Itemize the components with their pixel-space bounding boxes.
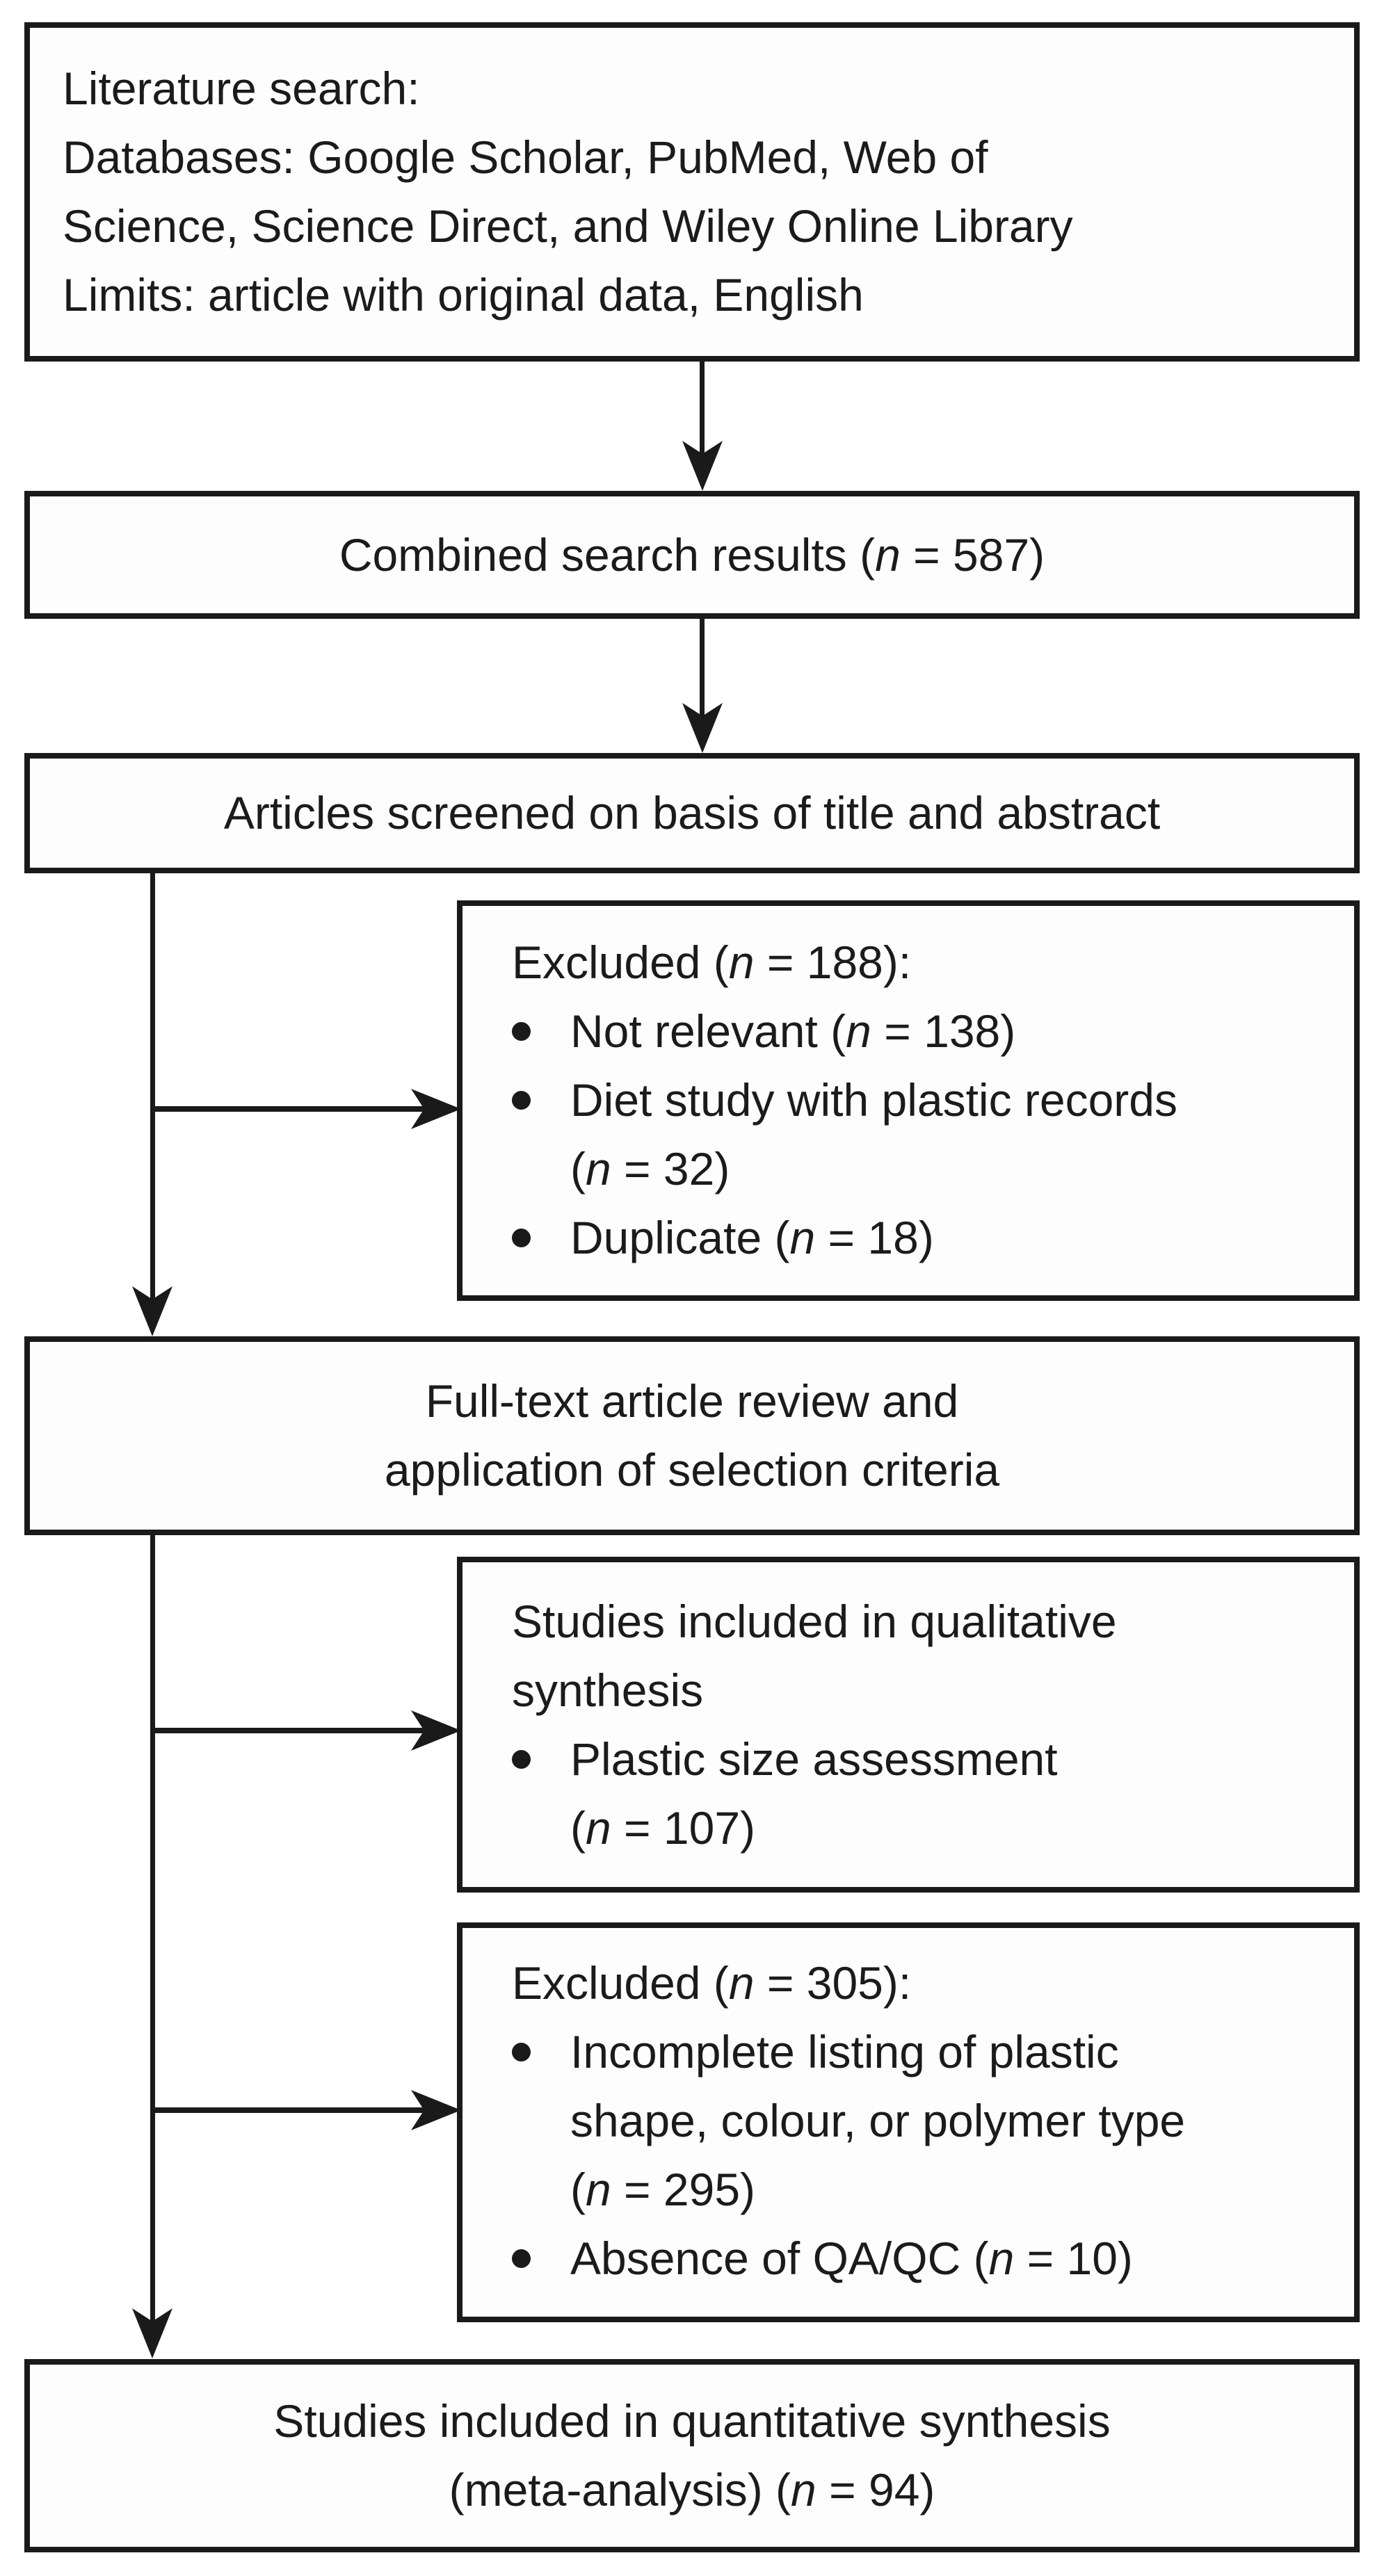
text-line: Diet study with plastic records xyxy=(570,1074,1177,1126)
text-line: Plastic size assessment xyxy=(570,1733,1058,1785)
list-item: Absence of QA/QC (n = 10) xyxy=(512,2224,1340,2293)
box-excluded-title-abstract: Excluded (n = 188): Not relevant (n = 13… xyxy=(457,900,1360,1301)
text-line: Literature search: xyxy=(63,63,420,114)
box-literature-search: Literature search: Databases: Google Sch… xyxy=(24,22,1360,362)
text-line: (n = 32) xyxy=(570,1143,730,1194)
text-line: application of selection criteria xyxy=(384,1444,1000,1496)
text-line: Absence of QA/QC (n = 10) xyxy=(570,2233,1133,2284)
text-line: Not relevant (n = 138) xyxy=(570,1005,1016,1057)
box-articles-screened: Articles screened on basis of title and … xyxy=(24,753,1360,873)
list-item: Duplicate (n = 18) xyxy=(512,1204,1340,1272)
list-item: Plastic size assessment (n = 107) xyxy=(512,1725,1340,1863)
list-item: Diet study with plastic records (n = 32) xyxy=(512,1066,1340,1204)
connector-line xyxy=(700,359,705,456)
box-excluded-full-text: Excluded (n = 305): Incomplete listing o… xyxy=(457,1922,1360,2322)
bullet-icon xyxy=(512,1750,531,1769)
text-line: Limits: article with original data, Engl… xyxy=(63,269,864,321)
text-line: Databases: Google Scholar, PubMed, Web o… xyxy=(63,131,988,183)
text-line: Science, Science Direct, and Wiley Onlin… xyxy=(63,200,1073,252)
text-line: synthesis xyxy=(512,1664,704,1716)
connector-line xyxy=(150,1532,155,2322)
box-qualitative-synthesis: Studies included in qualitative synthesi… xyxy=(457,1557,1360,1893)
text-line: (n = 295) xyxy=(570,2164,756,2215)
text-line: Combined search results (n = 587) xyxy=(339,528,1045,581)
list-item: Incomplete listing of plastic shape, col… xyxy=(512,2018,1340,2224)
connector-line xyxy=(152,1106,427,1112)
text-line: shape, colour, or polymer type xyxy=(570,2095,1186,2146)
box-full-text-review: Full-text article review and application… xyxy=(24,1336,1360,1535)
bullet-icon xyxy=(512,2043,531,2061)
text-line: (meta-analysis) (n = 94) xyxy=(449,2464,935,2516)
text-line: Studies included in qualitative xyxy=(512,1596,1117,1647)
text-line: Incomplete listing of plastic xyxy=(570,2026,1119,2077)
text-line: (n = 107) xyxy=(570,1802,756,1854)
connector-line xyxy=(150,870,155,1302)
text-line: Full-text article review and xyxy=(425,1375,959,1427)
connector-line xyxy=(152,1728,427,1733)
text-line: Excluded (n = 188): xyxy=(512,937,912,988)
connector-line xyxy=(152,2107,427,2113)
box-quantitative-synthesis: Studies included in quantitative synthes… xyxy=(24,2359,1360,2552)
list-item: Not relevant (n = 138) xyxy=(512,997,1340,1066)
bullet-icon xyxy=(512,1022,531,1041)
bullet-icon xyxy=(512,2249,531,2268)
text-line: Studies included in quantitative synthes… xyxy=(273,2395,1111,2447)
bullet-icon xyxy=(512,1091,531,1110)
box-combined-search-results: Combined search results (n = 587) xyxy=(24,491,1360,619)
bullet-icon xyxy=(512,1229,531,1247)
text-line: Excluded (n = 305): xyxy=(512,1957,912,2009)
connector-line xyxy=(700,615,705,718)
text-line: Duplicate (n = 18) xyxy=(570,1212,934,1263)
text-line: Articles screened on basis of title and … xyxy=(223,787,1161,839)
